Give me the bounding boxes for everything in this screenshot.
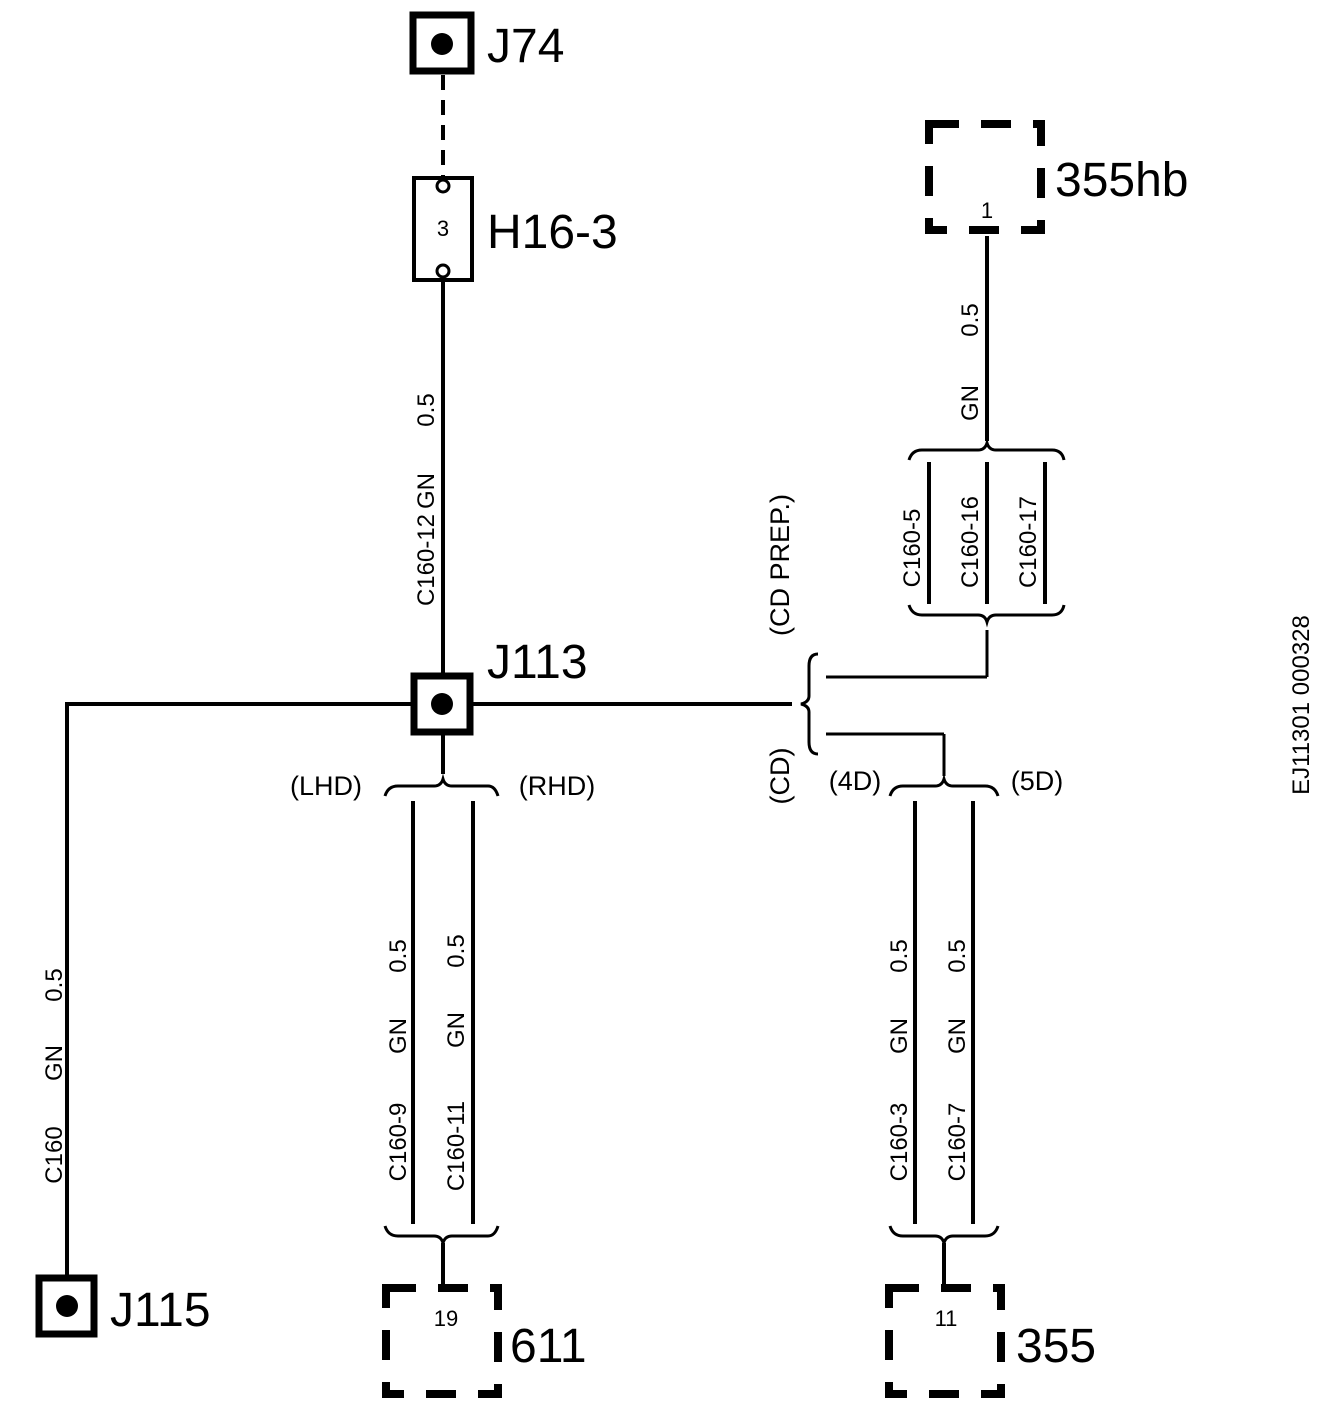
d4-d5-brace-bottom [888, 1225, 1000, 1249]
hb-brace-bottom [907, 604, 1066, 628]
connector-611-pin: 19 [434, 1306, 458, 1331]
wire-5d-connector: C160-7 [944, 1103, 971, 1182]
wire-5d-size: 0.5 [944, 939, 971, 972]
wire-4d-size: 0.5 [886, 939, 913, 972]
variant-lhd: (LHD) [290, 771, 362, 801]
j115-splice [35, 1274, 98, 1338]
wire-hb-color: GN [957, 385, 984, 421]
wire-rhd-connector: C160-11 [443, 1101, 470, 1191]
wire-4d-connector: C160-3 [886, 1103, 913, 1182]
d4-d5-brace-top [888, 773, 1000, 797]
reference-id: EJ11301 000328 [1288, 615, 1315, 795]
wire-rhd-size: 0.5 [443, 934, 470, 967]
wire-main-size: 0.5 [413, 393, 440, 426]
wire-hb-size: 0.5 [957, 303, 984, 336]
lhd-rhd-brace-bottom [383, 1225, 500, 1249]
j74-label: J74 [487, 20, 564, 73]
wire-lhd-color: GN [385, 1018, 412, 1054]
connector-355 [885, 1284, 1005, 1398]
wire-hb-connector-3: C160-17 [1015, 496, 1042, 588]
connector-355-label: 355 [1016, 1320, 1096, 1373]
connector-355hb-label: 355hb [1055, 154, 1188, 207]
j113-splice [410, 672, 474, 736]
wire-lhd-size: 0.5 [385, 939, 412, 972]
variant-5d: (5D) [1011, 766, 1064, 796]
connector-611 [382, 1284, 502, 1398]
h16-3-label: H16-3 [487, 206, 618, 259]
variant-4d: (4D) [829, 766, 882, 796]
connector-355-pin: 11 [935, 1306, 958, 1331]
h16-3-pin: 3 [437, 216, 449, 241]
connector-355hb-pin: 1 [981, 198, 993, 223]
wire-rhd-color: GN [443, 1012, 470, 1048]
lhd-rhd-brace-top [383, 773, 500, 797]
wire-main-connector: C160-12 [413, 514, 440, 606]
cd-brace [800, 652, 819, 756]
variant-rhd: (RHD) [519, 771, 595, 801]
wire-main-color: GN [413, 473, 440, 509]
hb-brace-top [907, 437, 1066, 461]
wire-5d-color: GN [944, 1018, 971, 1054]
wire-lhd-connector: C160-9 [385, 1103, 412, 1182]
variant-cd: (CD) [765, 748, 795, 805]
wire-j115-color: GN [41, 1045, 68, 1081]
variant-cd-prep: (CD PREP.) [765, 494, 795, 636]
connector-355hb [925, 120, 1045, 234]
h16-3-fuse [412, 176, 474, 282]
wire-j115-connector: C160 [41, 1126, 68, 1183]
j113-label: J113 [487, 636, 588, 689]
wire-hb-connector-2: C160-16 [957, 496, 984, 588]
wire-4d-color: GN [886, 1018, 913, 1054]
connector-611-label: 611 [510, 1320, 587, 1373]
wire-hb-connector-1: C160-5 [899, 509, 926, 588]
j115-label: J115 [110, 1284, 211, 1337]
j74-splice [409, 11, 475, 75]
wire-j115-size: 0.5 [41, 968, 68, 1001]
